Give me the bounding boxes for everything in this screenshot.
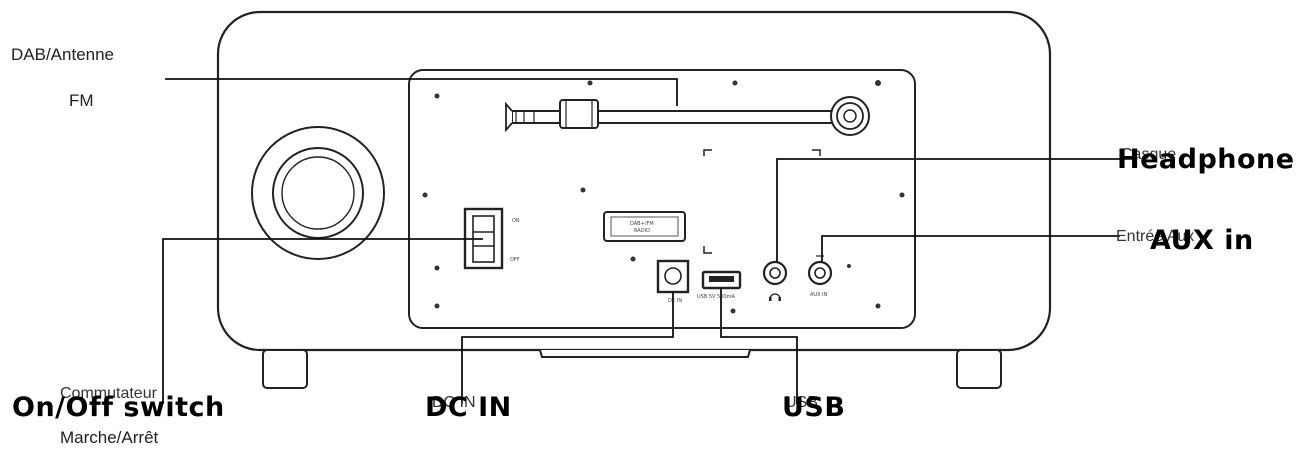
- auxin-leader-line: [821, 235, 1120, 262]
- screw: [587, 80, 593, 86]
- auxin-label-fr: Entrée Aux: [1116, 228, 1195, 245]
- usb-label-fr: USB: [785, 394, 818, 411]
- right-foot: [956, 349, 1002, 389]
- screw: [847, 264, 851, 268]
- screw: [730, 308, 736, 314]
- rating-label-plate: DAB+/FM RADIO: [603, 211, 686, 242]
- left-foot: [262, 349, 308, 389]
- headphone-leader-line: [776, 158, 1120, 262]
- switch-label-fr-line1: Commutateur: [60, 385, 157, 402]
- antenna-label-fr-line1: DAB/Antenne: [11, 45, 115, 64]
- switch-label-fr-line2: Marche/Arrêt: [60, 428, 159, 447]
- screw: [732, 80, 738, 86]
- screw: [875, 303, 881, 309]
- antenna-label-fr-line2: FM: [69, 91, 94, 110]
- callout-leader-lines: [162, 78, 1120, 404]
- headphone-label-en: Headphone: [1117, 144, 1295, 175]
- telescopic-antenna: [505, 96, 870, 136]
- headphone-jack: [762, 260, 788, 301]
- switch-label-en: On/Off switch: [12, 392, 225, 423]
- dcin-label-fr: DC IN: [432, 394, 476, 411]
- speaker-core: [281, 156, 355, 230]
- screw: [434, 303, 440, 309]
- screw: [875, 80, 881, 86]
- usb-leader-line: [720, 288, 798, 404]
- screw: [422, 192, 428, 198]
- switch-on-mark: ON: [512, 218, 520, 224]
- aux-in-jack: AUX IN: [807, 255, 833, 298]
- headphone-label-fr: Casque: [1121, 146, 1177, 163]
- label-plate-line2: RADIO: [634, 228, 650, 234]
- switch-off-mark: OFF: [510, 257, 520, 263]
- panel-screws: [422, 80, 905, 314]
- rear-panel: [408, 69, 916, 329]
- antenna-leader-line: [165, 78, 678, 106]
- dcin-label-en: DC IN: [425, 392, 512, 423]
- dc-in-mark: DC IN: [668, 298, 682, 304]
- auxin-label-en: AUX in: [1150, 225, 1254, 256]
- switch-leader-line: [162, 238, 483, 404]
- usb-label-en: USB: [782, 392, 846, 423]
- usb-mark: USB 5V 500mA: [697, 294, 735, 300]
- bottom-bar: [539, 349, 751, 358]
- usb-port: USB 5V 500mA: [697, 270, 742, 300]
- screw: [434, 265, 440, 271]
- screw: [580, 187, 586, 193]
- panel-corner-marks: [703, 149, 821, 254]
- dcin-leader-line: [461, 291, 674, 404]
- screw: [899, 192, 905, 198]
- screw: [434, 93, 440, 99]
- label-plate-line1: DAB+/FM: [630, 221, 654, 227]
- aux-in-mark: AUX IN: [810, 292, 828, 298]
